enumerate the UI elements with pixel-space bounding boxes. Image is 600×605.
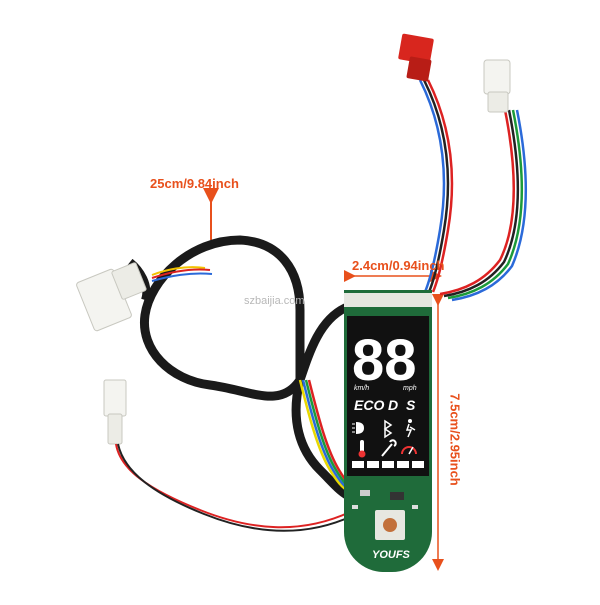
mode-d: D: [388, 397, 398, 413]
bluetooth-icon: [383, 419, 393, 439]
white-connector-top: [483, 59, 511, 113]
headlight-icon: [352, 422, 364, 434]
board-height-label: 7.5cm/2.95inch: [447, 393, 463, 486]
temperature-icon: [358, 440, 366, 458]
mode-eco: ECO: [354, 397, 384, 413]
battery-bars: [352, 461, 424, 468]
walk-icon: [405, 419, 416, 438]
cable-length-label: 25cm/9.84inch: [150, 176, 239, 191]
unit-kmh: km/h: [354, 385, 369, 392]
board-width-label: 2.4cm/0.94inch: [352, 258, 445, 273]
board-brand: YOUFS: [372, 549, 411, 561]
upper-wires: [418, 79, 527, 302]
dimension-lines: [203, 188, 444, 571]
wrench-icon: [381, 439, 397, 457]
speed-digits: 88: [352, 328, 417, 393]
speedometer-icon: [401, 446, 417, 455]
red-connector: [398, 33, 434, 82]
unit-mph: mph: [403, 385, 417, 392]
small-connector: [103, 379, 353, 532]
watermark: szbaijia.com: [244, 295, 305, 307]
mode-s: S: [406, 397, 416, 413]
left-connector: [76, 262, 147, 332]
